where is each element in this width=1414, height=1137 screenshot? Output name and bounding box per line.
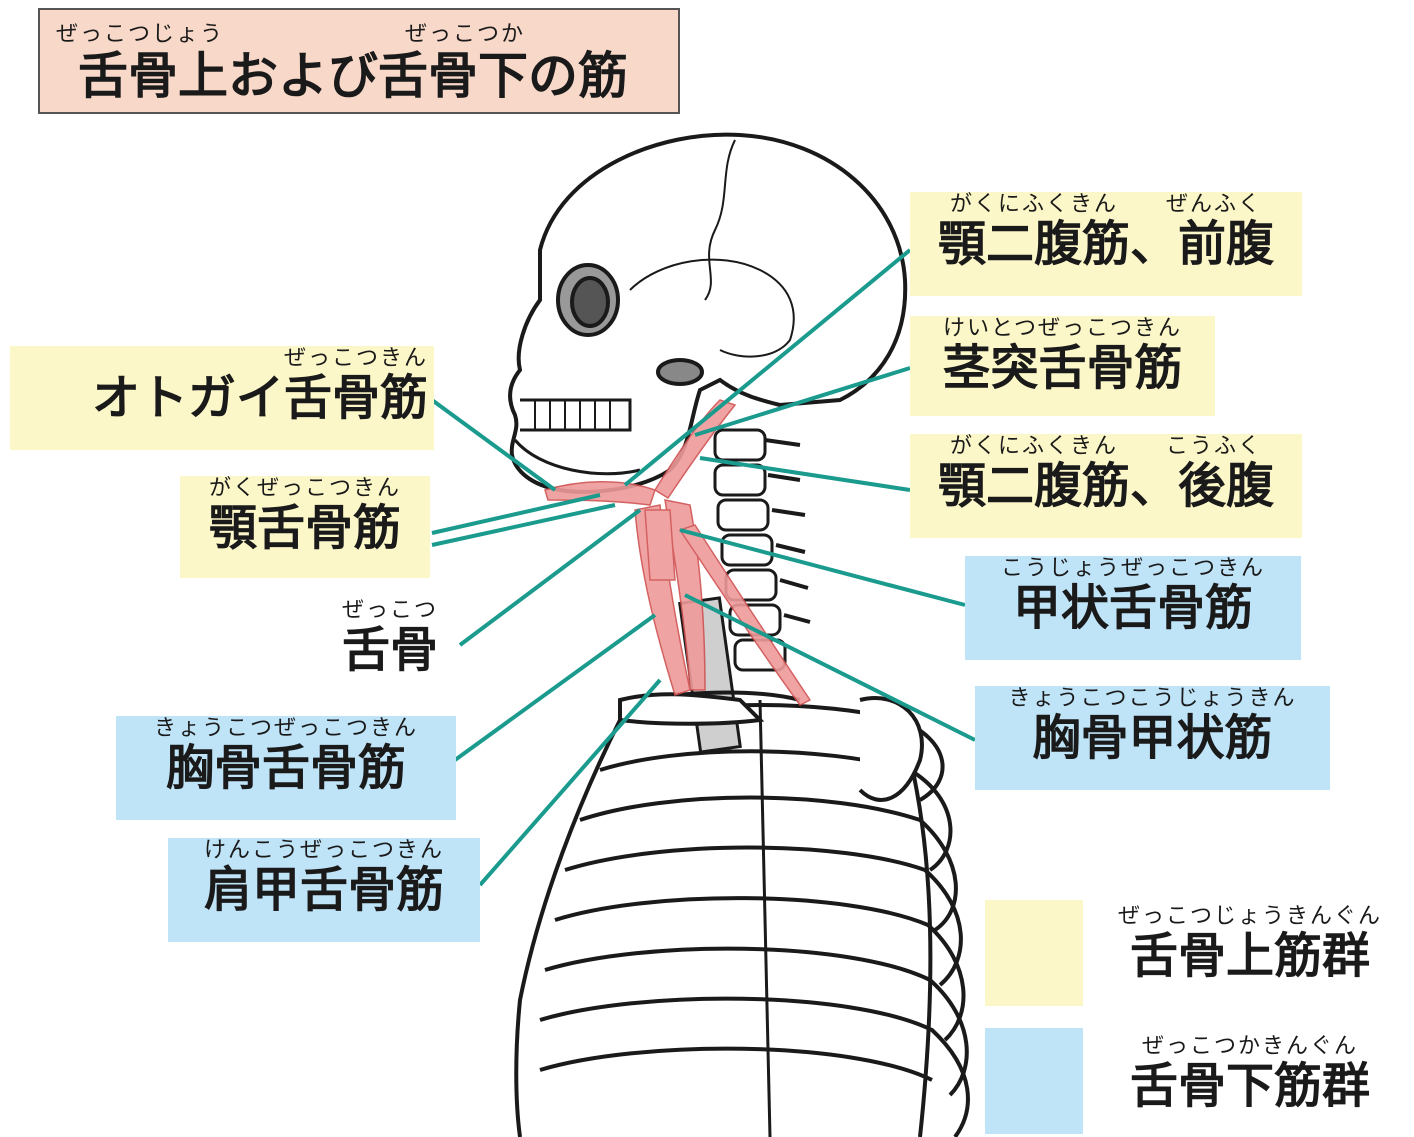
digastric-muscle bbox=[545, 482, 655, 505]
label-hyoid: ぜっこつ 舌骨 bbox=[320, 598, 460, 694]
ruby: ぜっこつじょうきんぐん bbox=[1090, 904, 1410, 930]
ruby: けんこうぜっこつきん bbox=[168, 838, 480, 864]
ruby: ぜっこつきん bbox=[10, 346, 428, 372]
legend-text: 舌骨下筋群 bbox=[1090, 1060, 1410, 1112]
ruby: ぜっこつ bbox=[320, 598, 460, 624]
label-geniohyoid: がくぜっこつきん 顎舌骨筋 bbox=[180, 476, 430, 578]
legend-suprahyoid: ぜっこつじょうきんぐん 舌骨上筋群 bbox=[1090, 904, 1410, 1004]
label-text: 肩甲舌骨筋 bbox=[168, 864, 480, 916]
title-ruby-left: ぜっこつじょう bbox=[56, 16, 224, 48]
label-text: 茎突舌骨筋 bbox=[910, 342, 1215, 394]
label-text: 顎二腹筋、後腹 bbox=[910, 460, 1302, 512]
ruby: こうじょうぜっこつきん bbox=[965, 556, 1301, 582]
ruby: がくぜっこつきん bbox=[180, 476, 430, 502]
label-text: 甲状舌骨筋 bbox=[965, 582, 1301, 634]
label-mylohyoid: ぜっこつきん オトガイ舌骨筋 bbox=[10, 346, 434, 450]
ruby: きょうこつこうじょうきん bbox=[975, 686, 1330, 712]
label-text: 顎二腹筋、前腹 bbox=[910, 218, 1302, 270]
legend-swatch-infrahyoid bbox=[985, 1028, 1083, 1134]
label-sternohyoid: きょうこつぜっこつきん 胸骨舌骨筋 bbox=[116, 716, 456, 820]
label-anterior-digastric: がくにふくきん ぜんふく 顎二腹筋、前腹 bbox=[910, 192, 1302, 296]
ruby: がくにふくきん ぜんふく bbox=[910, 192, 1302, 218]
ruby: ぜっこつかきんぐん bbox=[1090, 1034, 1410, 1060]
label-text: オトガイ舌骨筋 bbox=[10, 372, 428, 424]
label-stylohyoid: けいとつぜっこつきん 茎突舌骨筋 bbox=[910, 316, 1215, 416]
label-posterior-digastric: がくにふくきん こうふく 顎二腹筋、後腹 bbox=[910, 434, 1302, 538]
legend-swatch-suprahyoid bbox=[985, 900, 1083, 1006]
label-text: 胸骨甲状筋 bbox=[975, 712, 1330, 764]
thyrohyoid-muscle bbox=[645, 510, 675, 580]
label-omohyoid: けんこうぜっこつきん 肩甲舌骨筋 bbox=[168, 838, 480, 942]
page-title: 舌骨上および舌骨下の筋 bbox=[78, 48, 628, 104]
ruby: きょうこつぜっこつきん bbox=[116, 716, 456, 742]
label-text: 舌骨 bbox=[320, 624, 460, 676]
legend-text: 舌骨上筋群 bbox=[1090, 930, 1410, 982]
ruby: がくにふくきん こうふく bbox=[910, 434, 1302, 460]
ruby: けいとつぜっこつきん bbox=[910, 316, 1215, 342]
ribcage bbox=[516, 693, 968, 1137]
title-ruby-right: ぜっこつか bbox=[405, 16, 525, 48]
label-thyrohyoid: こうじょうぜっこつきん 甲状舌骨筋 bbox=[965, 556, 1301, 660]
label-sternothyroid: きょうこつこうじょうきん 胸骨甲状筋 bbox=[975, 686, 1330, 790]
label-text: 胸骨舌骨筋 bbox=[116, 742, 456, 794]
legend-infrahyoid: ぜっこつかきんぐん 舌骨下筋群 bbox=[1090, 1034, 1410, 1134]
label-text: 顎舌骨筋 bbox=[180, 502, 430, 554]
